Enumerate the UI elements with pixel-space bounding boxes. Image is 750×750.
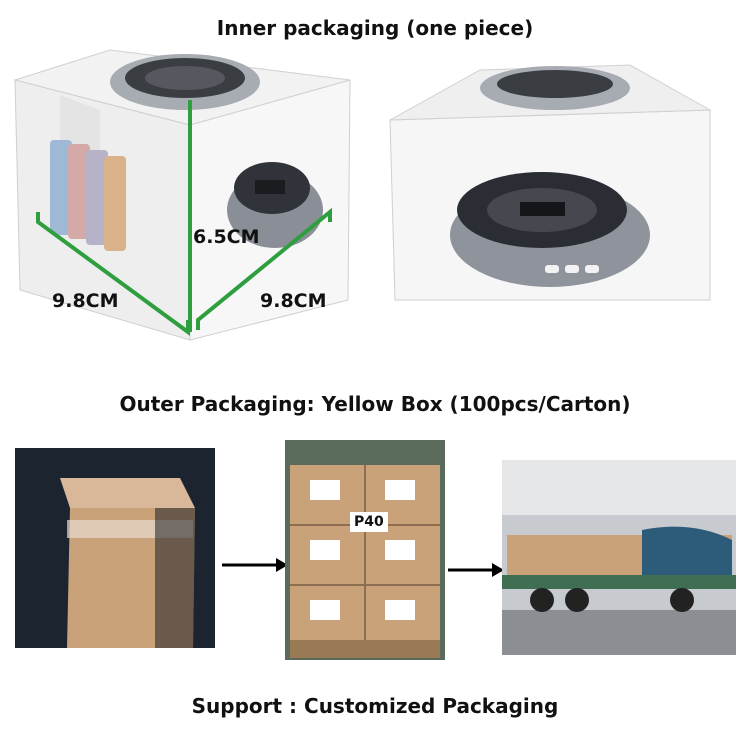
arrow-right-icon-2 <box>446 560 506 580</box>
arrow-right-icon-1 <box>220 555 290 575</box>
inner-box-photo-left <box>0 40 360 350</box>
height-dimension-label: 6.5CM <box>193 226 260 248</box>
outer-packaging-heading: Outer Packaging: Yellow Box (100pcs/Cart… <box>119 392 631 416</box>
width-dimension-label-right: 9.8CM <box>260 290 327 312</box>
inner-packaging-heading: Inner packaging (one piece) <box>216 16 534 40</box>
pallet-label: P40 <box>350 512 388 532</box>
pallet-photo <box>285 440 445 660</box>
width-dimension-label-left: 9.8CM <box>52 290 119 312</box>
support-heading: Support : Customized Packaging <box>191 694 559 718</box>
inner-box-photo-right <box>380 60 720 310</box>
carton-photo <box>15 448 215 648</box>
truck-photo <box>502 460 736 655</box>
